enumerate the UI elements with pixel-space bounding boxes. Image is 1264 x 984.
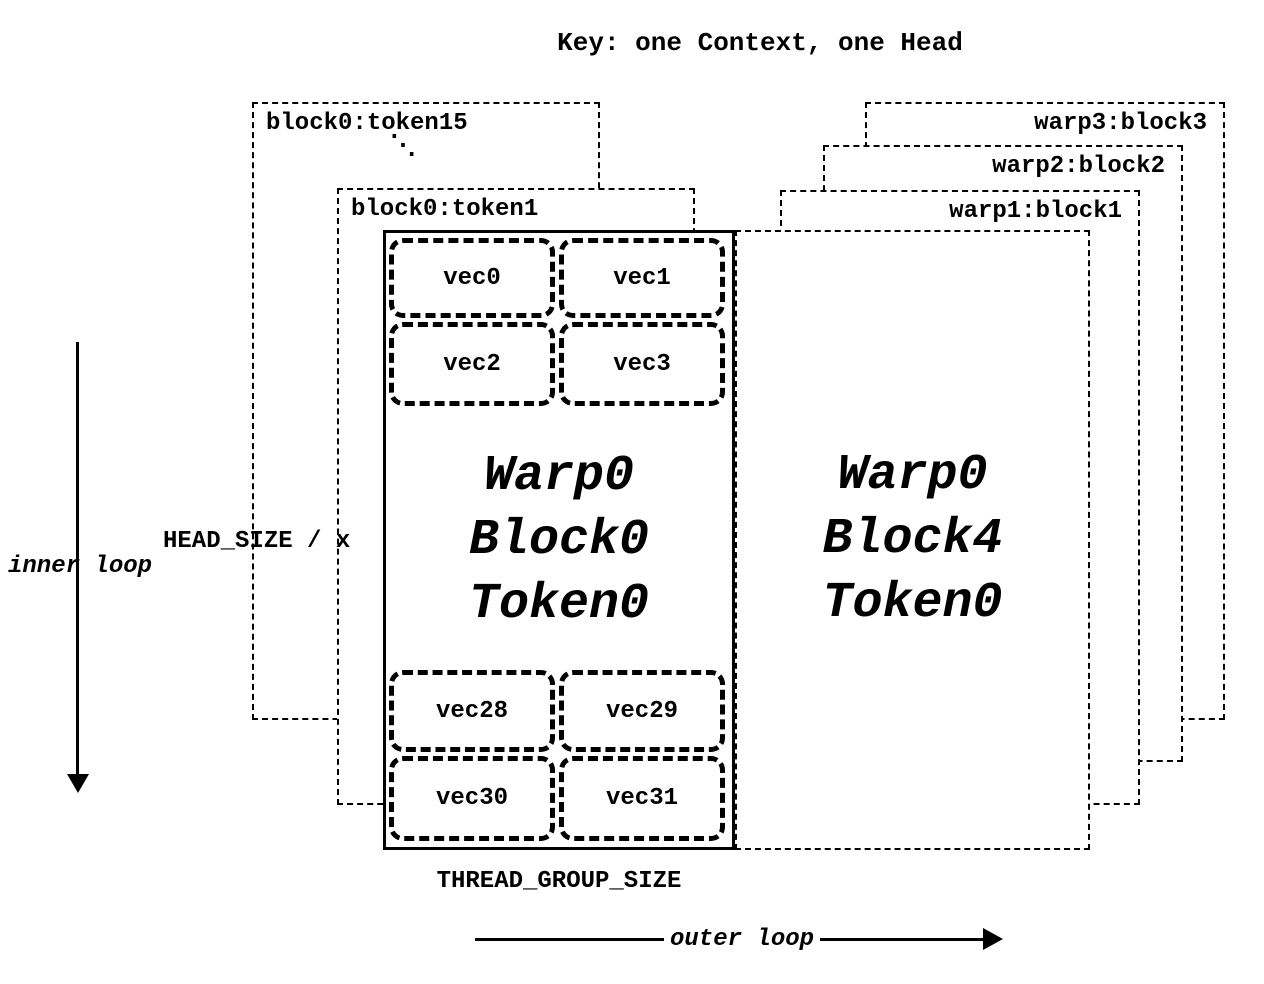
outer-loop-arrow-head — [983, 928, 1003, 950]
vec29-cell: vec29 — [559, 670, 725, 752]
block-label-line: Token0 — [468, 576, 650, 633]
block-label-line: Token0 — [822, 575, 1003, 632]
inner-loop-arrow-line — [76, 342, 79, 776]
warp0-block4-label: Warp0 Block4 Token0 — [737, 444, 1088, 636]
vec2-cell: vec2 — [389, 322, 555, 406]
vec3-cell: vec3 — [559, 322, 725, 406]
diagram-title: Key: one Context, one Head — [557, 28, 963, 58]
head-size-label: HEAD_SIZE / x — [163, 528, 351, 555]
warp2-block2-label: warp2:block2 — [992, 153, 1165, 180]
block0-token1-label: block0:token1 — [351, 196, 539, 223]
box-warp0-block0: vec0 vec1 vec2 vec3 Warp0 Block0 Token0 … — [383, 230, 735, 850]
box-warp0-block4: Warp0 Block4 Token0 — [735, 230, 1090, 850]
block-label-line: Warp0 — [837, 447, 988, 504]
vec31-cell: vec31 — [559, 756, 725, 841]
vec0-cell: vec0 — [389, 238, 555, 318]
vec30-cell: vec30 — [389, 756, 555, 841]
vec1-cell: vec1 — [559, 238, 725, 318]
outer-loop-label: outer loop — [664, 926, 821, 953]
block-label-line: Warp0 — [483, 448, 635, 505]
warp0-block0-label: Warp0 Block0 Token0 — [386, 445, 732, 637]
inner-loop-label: inner loop — [8, 553, 153, 580]
vec28-cell: vec28 — [389, 670, 555, 752]
thread-group-size-label: THREAD_GROUP_SIZE — [436, 868, 682, 895]
block-label-line: Block0 — [468, 512, 650, 569]
warp3-block3-label: warp3:block3 — [1034, 110, 1207, 137]
block-label-line: Block4 — [822, 511, 1003, 568]
inner-loop-arrow-head — [67, 774, 89, 793]
warp1-block1-label: warp1:block1 — [949, 198, 1122, 225]
stack-ellipsis-dots: ⋱ — [390, 131, 416, 161]
block0-token15-label: block0:token15 — [266, 110, 468, 137]
